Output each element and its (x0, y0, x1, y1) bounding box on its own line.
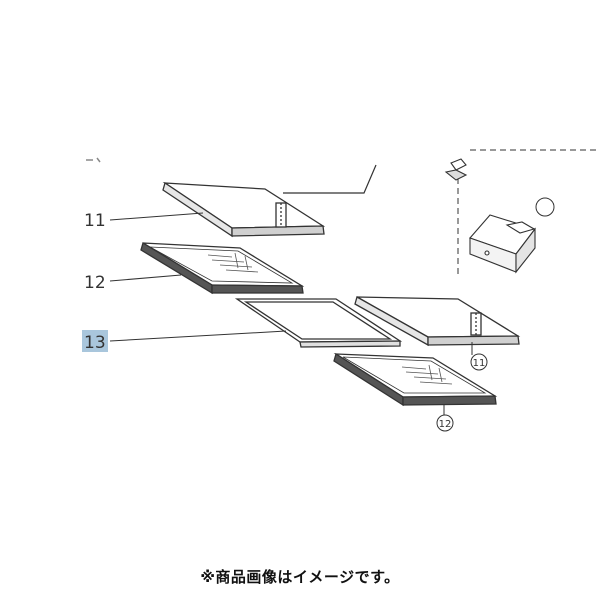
callout-12: 12 (84, 273, 106, 293)
part-circled-11-lid (354, 296, 521, 347)
part-12-tray (140, 242, 305, 295)
cropped-top-label (86, 157, 101, 163)
circled-callout-11: 11 (470, 353, 488, 371)
assembly-boundary (457, 149, 600, 275)
leader-lines (109, 212, 473, 416)
bracket-part (469, 214, 536, 274)
part-11-lid (162, 181, 326, 238)
part-13-frame (234, 298, 403, 348)
callout-11: 11 (84, 211, 106, 231)
circled-callout-12-text: 12 (439, 419, 452, 430)
disclaimer-note: ※商品画像はイメージです。 (200, 568, 400, 586)
leader-line-13 (109, 330, 287, 342)
clip-part (444, 158, 468, 181)
callout-13: 13 (84, 333, 106, 353)
embossed-marking (207, 252, 259, 273)
circled-callout-12: 12 (436, 414, 454, 432)
circled-callout-11-text: 11 (473, 358, 486, 369)
part-circled-12-tray (333, 352, 498, 407)
leader-line-12 (109, 274, 182, 282)
embossed-marking-2 (401, 364, 453, 385)
leader-line-11 (109, 212, 204, 221)
cropped-circled-label (535, 197, 555, 217)
section-boundary-line (283, 164, 377, 194)
callout-13-highlight (82, 330, 108, 352)
